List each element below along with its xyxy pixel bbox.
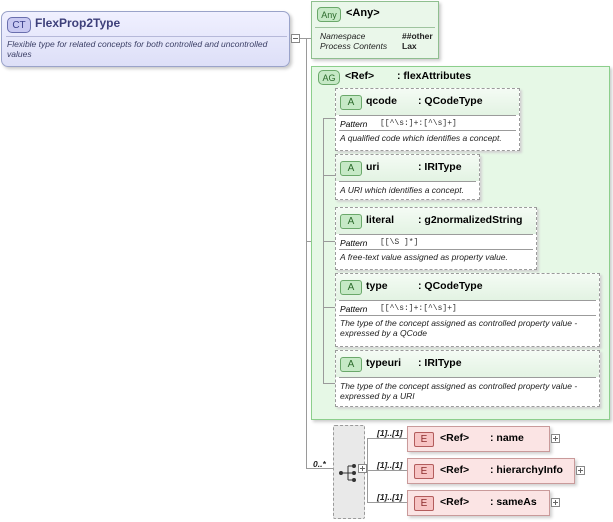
connector-line xyxy=(306,468,333,469)
attribute-header xyxy=(336,208,536,234)
attribute-badge: A xyxy=(340,357,362,372)
element-ref: <Ref> xyxy=(440,432,470,444)
element-badge: E xyxy=(414,496,434,511)
divider xyxy=(339,249,533,250)
any-badge: Any xyxy=(317,7,341,22)
any-element-box[interactable]: Any <Any> Namespace ##other Process Cont… xyxy=(311,1,439,59)
attribute-header xyxy=(336,351,599,377)
attribute-header xyxy=(336,274,599,300)
attribute-name: type xyxy=(366,280,388,292)
connector-line xyxy=(288,38,292,39)
attribute-badge: A xyxy=(340,161,362,176)
attribute-literal[interactable]: A literal : g2normalizedString Pattern [… xyxy=(335,207,537,270)
attribute-group-badge: AG xyxy=(318,70,340,85)
pattern-value: [[\S ]*] xyxy=(380,238,419,247)
attribute-name: literal xyxy=(366,214,395,226)
attribute-description: The type of the concept assigned as cont… xyxy=(340,318,578,338)
divider xyxy=(339,315,596,316)
connector-line xyxy=(323,307,335,308)
element-badge: E xyxy=(414,464,434,479)
connector-line xyxy=(323,175,335,176)
complex-type-badge: CT xyxy=(7,17,31,33)
attribute-description: The type of the concept assigned as cont… xyxy=(340,381,578,401)
element-label: : sameAs xyxy=(490,496,537,508)
element-sameas[interactable]: E <Ref> : sameAs xyxy=(407,490,550,516)
namespace-label: Namespace xyxy=(320,31,366,41)
element-name[interactable]: E <Ref> : name xyxy=(407,426,550,452)
attribute-type: : IRIType xyxy=(418,161,462,173)
process-contents-value: Lax xyxy=(402,41,417,51)
attribute-badge: A xyxy=(340,214,362,229)
sequence-icon xyxy=(339,464,356,482)
element-hierarchyinfo[interactable]: E <Ref> : hierarchyInfo xyxy=(407,458,575,484)
element-cardinality: [1]..[1] xyxy=(377,428,403,438)
attribute-group-name: : flexAttributes xyxy=(397,70,472,82)
attribute-badge: A xyxy=(340,280,362,295)
attribute-uri[interactable]: A uri : IRIType A URI which identifies a… xyxy=(335,154,480,200)
element-cardinality: [1]..[1] xyxy=(377,492,403,502)
connector-line xyxy=(323,383,335,384)
pattern-label: Pattern xyxy=(340,119,368,129)
attribute-type: : IRIType xyxy=(418,357,462,369)
expand-icon[interactable] xyxy=(358,464,367,473)
namespace-value: ##other xyxy=(402,31,433,41)
pattern-value: [[^\s:]+:[^\s]+] xyxy=(380,304,457,313)
pattern-label: Pattern xyxy=(340,304,368,314)
element-cardinality: [1]..[1] xyxy=(377,460,403,470)
attribute-group-box[interactable]: AG <Ref> : flexAttributes A qcode : QCod… xyxy=(311,66,610,420)
connector-line xyxy=(367,470,407,471)
divider xyxy=(6,36,287,37)
connector-line xyxy=(306,241,311,242)
connector-line xyxy=(306,38,307,468)
attribute-description: A qualified code which identifies a conc… xyxy=(340,133,502,143)
connector-line xyxy=(323,118,335,119)
connector-line xyxy=(306,38,311,39)
attribute-group-ref: <Ref> xyxy=(345,70,375,82)
complex-type-name: FlexProp2Type xyxy=(35,16,121,30)
divider xyxy=(339,377,596,378)
attribute-type: : g2normalizedString xyxy=(418,214,523,226)
element-label: : name xyxy=(490,432,524,444)
connector-line xyxy=(367,438,407,439)
attribute-description: A free-text value assigned as property v… xyxy=(340,252,508,262)
divider xyxy=(339,130,516,131)
attribute-name: qcode xyxy=(366,95,397,107)
expand-icon[interactable] xyxy=(551,434,560,443)
connector-line xyxy=(300,38,306,39)
attribute-name: uri xyxy=(366,161,380,173)
attribute-type: : QCodeType xyxy=(418,95,483,107)
attribute-type-box[interactable]: A type : QCodeType Pattern [[^\s:]+:[^\s… xyxy=(335,273,600,347)
connector-line xyxy=(323,241,335,242)
collapse-icon[interactable] xyxy=(291,34,300,43)
element-badge: E xyxy=(414,432,434,447)
element-ref: <Ref> xyxy=(440,496,470,508)
connector-line xyxy=(323,118,324,383)
sequence-cardinality: 0..* xyxy=(313,459,326,469)
divider xyxy=(339,234,533,235)
attribute-badge: A xyxy=(340,95,362,110)
divider xyxy=(315,27,435,28)
element-ref: <Ref> xyxy=(440,464,470,476)
divider xyxy=(339,115,516,116)
expand-icon[interactable] xyxy=(551,498,560,507)
divider xyxy=(339,300,596,301)
pattern-value: [[^\s:]+:[^\s]+] xyxy=(380,119,457,128)
divider xyxy=(339,181,476,182)
complex-type-description: Flexible type for related concepts for b… xyxy=(7,39,268,59)
attribute-typeuri[interactable]: A typeuri : IRIType The type of the conc… xyxy=(335,350,600,407)
pattern-label: Pattern xyxy=(340,238,368,248)
attribute-description: A URI which identifies a concept. xyxy=(340,185,464,195)
expand-icon[interactable] xyxy=(576,466,585,475)
attribute-type: : QCodeType xyxy=(418,280,483,292)
element-label: : hierarchyInfo xyxy=(490,464,563,476)
any-title: <Any> xyxy=(346,7,380,19)
process-contents-label: Process Contents xyxy=(320,41,388,51)
connector-line xyxy=(367,502,407,503)
complex-type-box[interactable]: CT FlexProp2Type Flexible type for relat… xyxy=(1,11,290,67)
attribute-header xyxy=(336,89,519,115)
attribute-name: typeuri xyxy=(366,357,402,369)
attribute-qcode[interactable]: A qcode : QCodeType Pattern [[^\s:]+:[^\… xyxy=(335,88,520,151)
